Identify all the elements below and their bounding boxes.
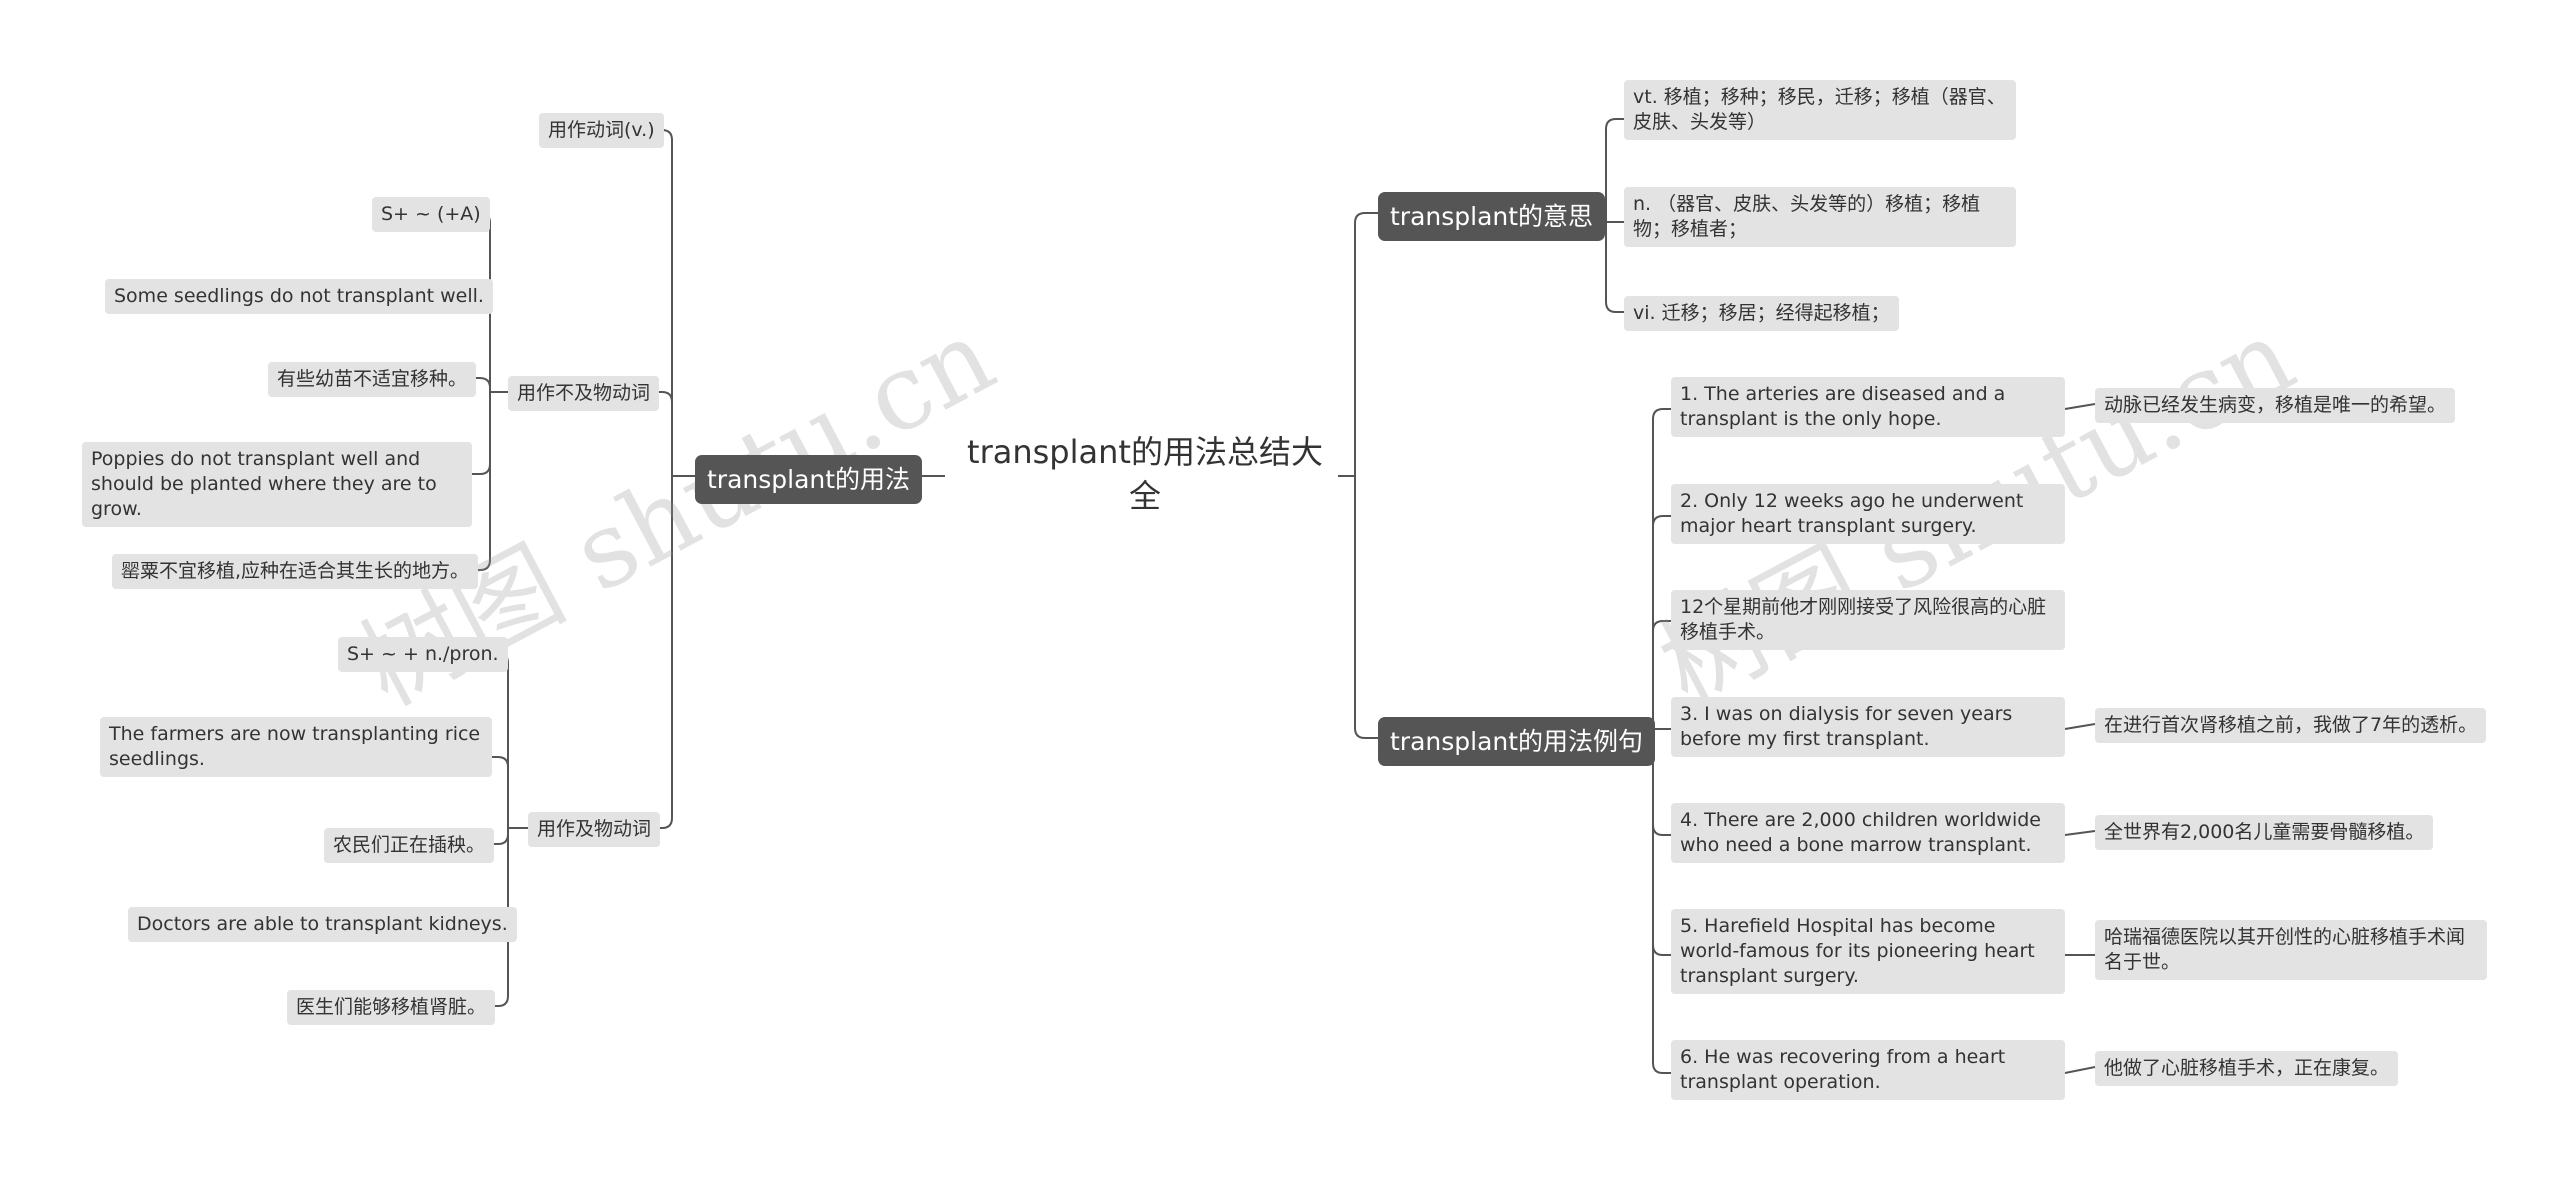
group-verb[interactable]: 用作动词(v.) (539, 113, 664, 148)
connector-line (472, 377, 491, 389)
meaning-item[interactable]: vi. 迁移；移居；经得起移植； (1624, 296, 1899, 331)
connector-line (1605, 118, 1624, 130)
connector-line (658, 817, 673, 829)
connector-line (1652, 515, 1671, 527)
root-topic[interactable]: transplant的用法总结大全 (967, 433, 1323, 515)
connector-line (2064, 403, 2096, 410)
example-sentence[interactable]: 4. There are 2,000 children worldwide wh… (1671, 803, 2065, 863)
branch-examples[interactable]: transplant的用法例句 (1378, 717, 1656, 766)
example-sentence[interactable]: 3. I was on dialysis for seven years bef… (1671, 697, 2065, 757)
connector-line (490, 833, 509, 845)
transitive-item[interactable]: The farmers are now transplanting rice s… (100, 717, 492, 777)
example-translation[interactable]: 哈瑞福德医院以其开创性的心脏移植手术闻名于世。 (2095, 920, 2487, 980)
intransitive-item[interactable]: Some seedlings do not transplant well. (105, 279, 493, 314)
group-transitive[interactable]: 用作及物动词 (528, 812, 661, 847)
connector-line (1652, 824, 1671, 836)
connector-line (1652, 1062, 1671, 1074)
intransitive-item[interactable]: Poppies do not transplant well and shoul… (82, 442, 472, 527)
example-translation[interactable]: 全世界有2,000名儿童需要骨髓移植。 (2095, 815, 2434, 850)
connector-line (1652, 944, 1671, 956)
example-sentence[interactable]: 1. The arteries are diseased and a trans… (1671, 377, 2065, 437)
transitive-item[interactable]: 医生们能够移植肾脏。 (287, 990, 496, 1025)
connector-line (472, 463, 491, 475)
intransitive-item[interactable]: S+ ~ (+A) (372, 197, 490, 232)
connector-line (472, 559, 491, 571)
example-sentence[interactable]: 5. Harefield Hospital has become world-f… (1671, 909, 2065, 994)
example-sentence[interactable]: 2. Only 12 weeks ago he underwent major … (1671, 484, 2065, 544)
branch-meaning[interactable]: transplant的意思 (1378, 192, 1606, 241)
example-sentence[interactable]: 6. He was recovering from a heart transp… (1671, 1040, 2065, 1100)
connector-line (1605, 301, 1624, 313)
connector-line (1354, 212, 1378, 224)
transitive-item[interactable]: Doctors are able to transplant kidneys. (128, 907, 517, 942)
branch-usage[interactable]: transplant的用法 (695, 455, 923, 504)
connector-line (658, 391, 673, 403)
intransitive-item[interactable]: 罂粟不宜移植,应种在适合其生长的地方。 (112, 554, 479, 589)
connector-line (2064, 723, 2096, 730)
meaning-item[interactable]: vt. 移植；移种；移民，迁移；移植（器官、皮肤、头发等） (1624, 80, 2016, 140)
connector-line (490, 756, 509, 768)
connector-line (1652, 620, 1671, 632)
connector-line (490, 995, 509, 1007)
example-translation[interactable]: 动脉已经发生病变，移植是唯一的希望。 (2095, 388, 2456, 423)
connector-line (1652, 408, 1671, 420)
connector-line (1354, 727, 1378, 739)
intransitive-item[interactable]: 有些幼苗不适宜移种。 (268, 362, 477, 397)
example-translation[interactable]: 他做了心脏移植手术，正在康复。 (2095, 1051, 2399, 1086)
example-translation[interactable]: 在进行首次肾移植之前，我做了7年的透析。 (2095, 708, 2487, 743)
connector-line (2064, 1066, 2096, 1074)
transitive-item[interactable]: S+ ~ + n./pron. (338, 637, 508, 672)
group-intransitive[interactable]: 用作不及物动词 (508, 376, 660, 411)
transitive-item[interactable]: 农民们正在插秧。 (324, 828, 495, 863)
connector-line (2064, 830, 2096, 836)
meaning-item[interactable]: n. （器官、皮肤、头发等的）移植；移植物；移植者； (1624, 187, 2016, 247)
example-sentence[interactable]: 12个星期前他才刚刚接受了风险很高的心脏移植手术。 (1671, 590, 2065, 650)
